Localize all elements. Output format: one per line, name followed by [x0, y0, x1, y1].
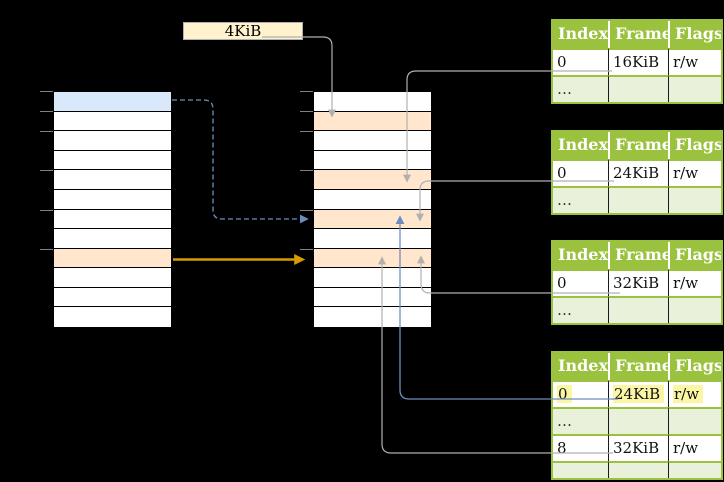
middle-memory-table	[313, 91, 432, 328]
column-header-index: Index	[553, 21, 608, 48]
memory-row-white	[54, 307, 171, 327]
memory-row-white	[54, 209, 171, 230]
page-table-cell: 0	[553, 269, 608, 296]
page-table-cell: r/w	[668, 269, 721, 296]
page-table-cell	[668, 75, 721, 102]
page-table-cell: r/w	[668, 434, 721, 461]
page-table-cell: …	[553, 75, 608, 102]
page-table-cell	[608, 407, 668, 434]
column-header-index: Index	[553, 132, 608, 159]
column-header-frame: Frame	[608, 132, 668, 159]
address-tick-mark	[40, 91, 53, 92]
column-header-flags: Flags	[668, 132, 721, 159]
column-header-index: Index	[553, 242, 608, 269]
memory-row-blue	[54, 92, 171, 112]
page-table-cell: 24KiB	[608, 380, 668, 407]
memory-row-white	[54, 229, 171, 249]
memory-row-orange	[314, 248, 431, 269]
page-table-cell	[668, 407, 721, 434]
address-tick-mark	[40, 170, 53, 171]
page-table-cell	[608, 186, 668, 213]
memory-row-white	[314, 268, 431, 288]
page-table-cell: 0	[553, 380, 608, 407]
address-tick-mark	[40, 111, 53, 112]
address-tick-mark	[300, 91, 313, 92]
memory-row-orange	[314, 111, 431, 132]
arrow-left-row1-to-middle-row7	[172, 99, 309, 224]
page-table-cell: …	[553, 407, 608, 434]
page-table-cell: 8	[553, 434, 608, 461]
address-tick-mark	[300, 170, 313, 171]
memory-row-orange	[314, 170, 431, 190]
highlighted-cell-text: 24KiB	[613, 385, 665, 403]
memory-row-white	[314, 131, 431, 151]
memory-row-white	[54, 189, 171, 210]
column-header-frame: Frame	[608, 242, 668, 269]
page-table-cell	[668, 461, 721, 478]
memory-row-white	[314, 307, 431, 327]
memory-row-white	[54, 170, 171, 190]
column-header-flags: Flags	[668, 353, 721, 380]
page-table-cell: …	[553, 461, 608, 478]
memory-row-white	[314, 229, 431, 249]
page-table-cell	[608, 461, 668, 478]
memory-row-white	[314, 287, 431, 308]
page-table-cell: 32KiB	[608, 269, 668, 296]
address-tick-mark	[40, 210, 53, 211]
memory-row-white	[314, 150, 431, 171]
memory-row-white	[54, 268, 171, 288]
memory-row-white	[314, 92, 431, 112]
address-tick-mark	[300, 210, 313, 211]
memory-row-white	[54, 111, 171, 132]
memory-row-orange	[54, 248, 171, 269]
column-header-frame: Frame	[608, 21, 668, 48]
page-table-cell: 0	[553, 159, 608, 186]
page-table-cell: 16KiB	[608, 48, 668, 75]
page-table-cell	[668, 186, 721, 213]
page-table-cell: 0	[553, 48, 608, 75]
page-table-cell: …	[553, 296, 608, 323]
highlighted-cell-text: 0	[557, 385, 572, 403]
column-header-frame: Frame	[608, 353, 668, 380]
memory-row-white	[54, 150, 171, 171]
page-table-cell	[608, 75, 668, 102]
page-table-cell: r/w	[668, 48, 721, 75]
address-tick-mark	[40, 249, 53, 250]
page-table-cell: …	[553, 186, 608, 213]
highlighted-cell-text: r/w	[673, 385, 704, 403]
address-tick-mark	[300, 111, 313, 112]
column-header-flags: Flags	[668, 242, 721, 269]
page-size-label: 4KiB	[183, 22, 303, 40]
page-table-cell: r/w	[668, 380, 721, 407]
memory-row-white	[54, 287, 171, 308]
page-size-label-text: 4KiB	[224, 22, 262, 40]
column-header-flags: Flags	[668, 21, 721, 48]
address-tick-mark	[300, 249, 313, 250]
column-header-index: Index	[553, 353, 608, 380]
page-table-cell: 24KiB	[608, 159, 668, 186]
page-table-cell: 32KiB	[608, 434, 668, 461]
memory-row-white	[54, 131, 171, 151]
memory-row-white	[314, 189, 431, 210]
memory-row-orange	[314, 209, 431, 230]
page-table-cell	[668, 296, 721, 323]
left-memory-table	[53, 91, 172, 328]
address-tick-mark	[40, 131, 53, 132]
page-table-cell: r/w	[668, 159, 721, 186]
page-table-cell	[608, 296, 668, 323]
address-tick-mark	[300, 131, 313, 132]
